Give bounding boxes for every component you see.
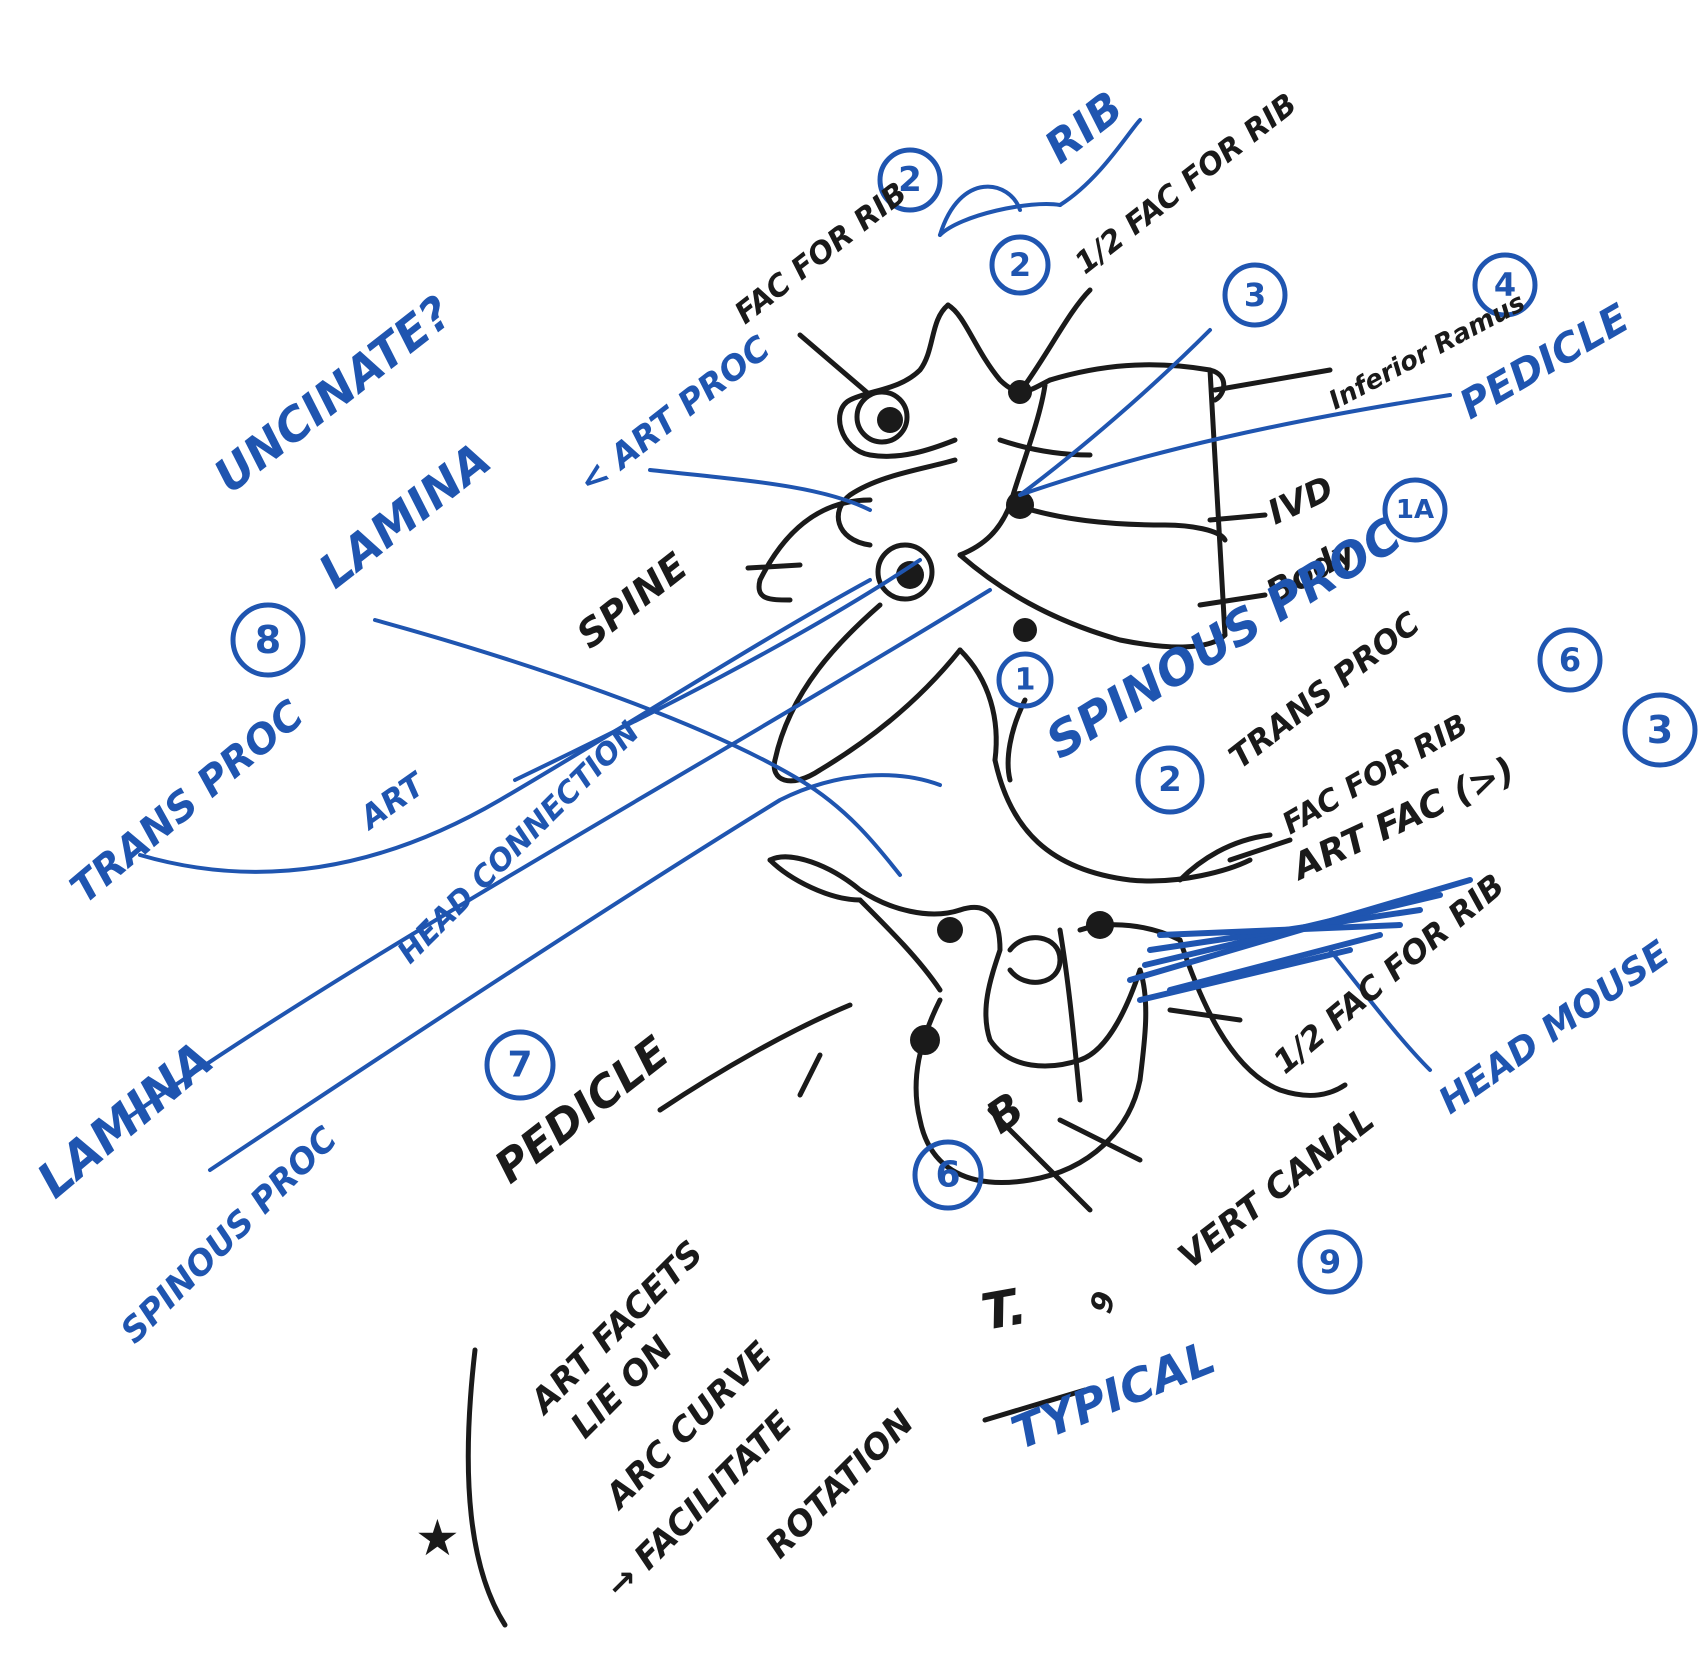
labels: UNCINATE? RIB FAC FOR RIB 1/2 FAC FOR RI… [27, 82, 1678, 1460]
circle-number-rib-b: 2 [989, 234, 1051, 296]
head-connection-label: HEAD CONNECTION [391, 715, 647, 971]
spine-label: SPINE [568, 544, 695, 657]
trans-proc-left-label: TRANS PROC [62, 692, 313, 913]
vert-canal-label: VERT CANAL [1171, 1100, 1382, 1277]
circle-number-fac-lower: 6 [1537, 627, 1603, 693]
circled-numbers: 2 2 3 4 8 1A 1 2 6 3 7 6 9 [230, 147, 1698, 1295]
ivd-label: IVD [1262, 469, 1340, 534]
spinous-proc-label: SPINOUS PROC [1037, 507, 1412, 770]
rib-label: RIB [1035, 82, 1132, 174]
t-label: T. [977, 1277, 1031, 1342]
typical-label: TYPICAL [1004, 1330, 1223, 1460]
circle-number-inferior: 4 [1472, 252, 1538, 318]
svg-text:2: 2 [1158, 760, 1182, 800]
facet-hole [937, 917, 963, 943]
facet-hole [1013, 618, 1037, 642]
star-icon: ★ [415, 1509, 460, 1567]
svg-text:6: 6 [935, 1155, 960, 1196]
circle-number-spinous: 1 [996, 651, 1054, 709]
circle-number-pedicle: 7 [484, 1029, 556, 1101]
svg-text:9: 9 [1319, 1243, 1341, 1281]
facet-hole [1006, 491, 1034, 519]
upper-vertebra [756, 302, 1253, 884]
b-label: B [977, 1083, 1034, 1144]
svg-text:1A: 1A [1396, 495, 1434, 525]
facet-hole [1086, 911, 1114, 939]
note: ART FACETS LIE ON ARC CURVE → FACILITATE… [415, 1233, 922, 1606]
circle-number-vert: 9 [1297, 1229, 1363, 1295]
svg-text:4: 4 [1494, 266, 1516, 304]
lamina-top-label: LAMINA [309, 432, 501, 599]
art-proc-top-label: < ART PROC [571, 328, 778, 502]
circle-number-trans: 2 [1135, 745, 1205, 815]
lower-vertebra [767, 854, 1348, 1185]
fac-for-rib-label: FAC FOR RIB [728, 176, 914, 332]
lamina-bottom-label: LAMINA [27, 1031, 224, 1209]
svg-text:3: 3 [1647, 708, 1673, 752]
circle-number-half-fac: 3 [1222, 262, 1288, 328]
svg-text:7: 7 [507, 1045, 532, 1086]
spinous-proc-bottom-label: SPINOUS PROC [113, 1119, 345, 1351]
facet-hole [896, 561, 924, 589]
facet-hole [910, 1025, 940, 1055]
art-left-label: ART [350, 764, 433, 838]
half-fac-for-rib-lower-label: 1/2 FAC FOR RIB [1266, 866, 1512, 1081]
svg-text:3: 3 [1244, 276, 1266, 314]
black-leaders [465, 287, 1333, 1628]
circle-number-lamina: 8 [230, 602, 306, 678]
svg-text:1: 1 [1015, 663, 1036, 698]
head-mouse-label: HEAD MOUSE [1432, 933, 1678, 1122]
circle-number-body: 1A [1382, 477, 1448, 543]
svg-text:6: 6 [1559, 641, 1581, 679]
blue-hatching [1127, 877, 1473, 1003]
blue-leaders [123, 118, 1452, 1172]
svg-text:2: 2 [898, 160, 922, 200]
circle-number-b: 6 [912, 1139, 984, 1211]
t-sub-label: 9 [1084, 1288, 1123, 1317]
circle-number-rib-a: 2 [877, 147, 943, 213]
facet-hole [877, 407, 903, 433]
svg-text:8: 8 [255, 618, 281, 662]
svg-text:2: 2 [1009, 246, 1031, 284]
circle-number-art-fac: 3 [1622, 692, 1698, 768]
